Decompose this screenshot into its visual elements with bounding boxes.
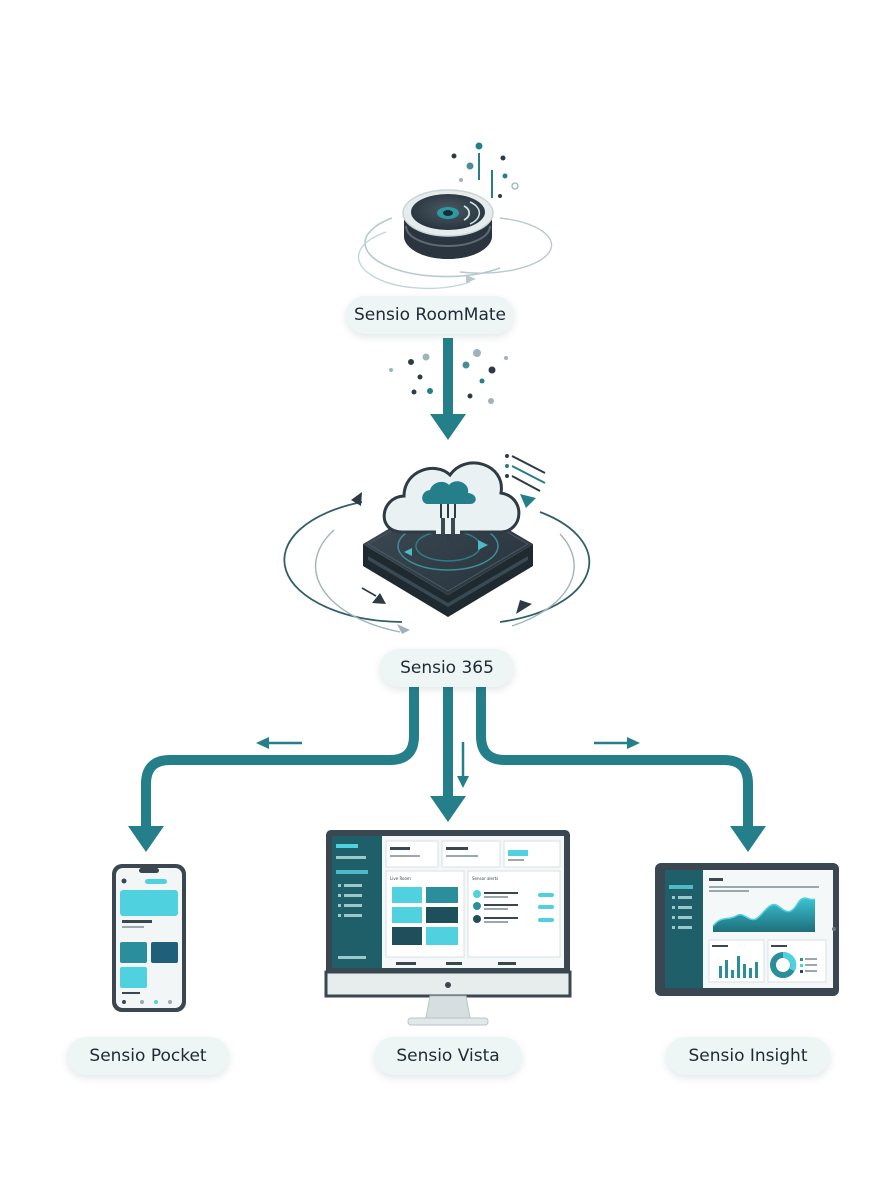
vista-panel-a-label: Live Room <box>390 876 411 881</box>
node-label-insight: Sensio Insight <box>666 1037 830 1075</box>
node-label-hub: Sensio 365 <box>380 649 514 687</box>
node-label-vista: Sensio Vista <box>374 1037 522 1075</box>
pocket-smartphone-icon <box>112 864 186 1012</box>
vista-monitor-icon: Live Room Sensor alerts <box>324 830 572 1026</box>
node-label-pocket: Sensio Pocket <box>67 1037 229 1075</box>
roommate-device-icon <box>357 189 553 290</box>
signal-particles-top <box>451 142 519 198</box>
insight-tablet-icon <box>655 863 839 996</box>
vista-panel-b-label: Sensor alerts <box>472 876 498 881</box>
connector-hub-to-insight <box>476 686 766 852</box>
hub-cloud-device-icon <box>283 454 591 634</box>
node-label-roommate: Sensio RoomMate <box>346 296 514 334</box>
signal-particles-middle <box>389 349 508 404</box>
arrow-roommate-to-hub <box>430 338 466 440</box>
connector-hub-to-vista <box>430 686 469 822</box>
connector-hub-to-pocket <box>128 686 419 852</box>
